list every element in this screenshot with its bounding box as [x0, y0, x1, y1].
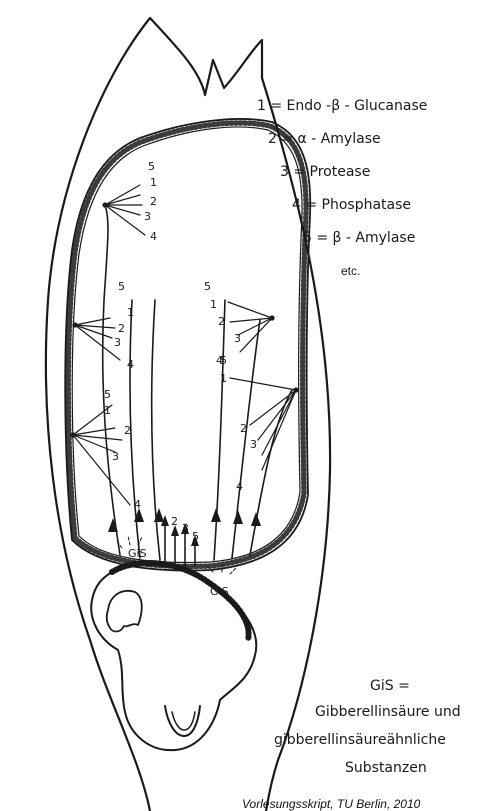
marker-lr-4: 4 — [236, 480, 243, 493]
legend-item-3: 3 = Protease — [280, 164, 370, 180]
source-citation: Vorlesungsskript, TU Berlin, 2010 — [242, 797, 421, 811]
marker-lr-3: 3 — [250, 438, 257, 451]
gis-label-left: GiS — [128, 547, 147, 560]
transport-arrows — [103, 205, 292, 566]
marker-bc-2: 2 — [171, 515, 178, 528]
marker-top-1: 1 — [150, 176, 157, 189]
coleoptile-shape — [107, 591, 142, 632]
marker-mr-1: 1 — [210, 298, 217, 311]
legend-item-5: 5 = β - Amylase — [303, 230, 415, 246]
legend-item-1: 1 = Endo -β - Glucanase — [257, 98, 427, 114]
aleurone-layer-outer — [65, 119, 310, 570]
scutellum-outline — [91, 563, 256, 750]
marker-bc-3: 3 — [182, 522, 189, 535]
marker-top-2: 2 — [150, 195, 157, 208]
radicle-shape — [165, 706, 200, 736]
marker-lr-1: 1 — [220, 372, 227, 385]
gis-label-right: GiS — [210, 585, 229, 598]
marker-ml-4: 4 — [127, 358, 134, 371]
marker-top-3: 3 — [144, 210, 151, 223]
marker-top-5: 5 — [148, 160, 155, 173]
marker-ml-3: 3 — [114, 336, 121, 349]
aleurone-hatching — [68, 123, 306, 566]
marker-mr-3: 3 — [234, 332, 241, 345]
marker-ml-1: 1 — [127, 306, 134, 319]
marker-mr-5: 5 — [204, 280, 211, 293]
marker-ml-2: 2 — [118, 322, 125, 335]
footnote-line-1: Gibberellinsäure und — [315, 704, 461, 720]
marker-ll-3: 3 — [112, 450, 119, 463]
marker-ml-5: 5 — [118, 280, 125, 293]
marker-lr-5: 5 — [220, 354, 227, 367]
marker-lr-2: 2 — [240, 422, 247, 435]
marker-top-4: 4 — [150, 230, 157, 243]
legend-item-2: 2 = α - Amylase — [268, 131, 381, 147]
marker-ll-4: 4 — [134, 498, 141, 511]
radicle-inner — [172, 712, 195, 730]
marker-ll-2: 2 — [124, 424, 131, 437]
marker-ll-5: 5 — [104, 388, 111, 401]
footnote-line-3: Substanzen — [345, 760, 427, 776]
footnote-title: GiS = — [370, 678, 410, 694]
marker-ll-1: 1 — [104, 404, 111, 417]
marker-mr-2: 2 — [218, 315, 225, 328]
marker-bc-5: 5 — [192, 530, 199, 543]
legend-item-4: 4 = Phosphatase — [292, 197, 411, 213]
footnote-line-2: gibberellinsäureähnliche — [274, 732, 446, 748]
scutellum-epithelium — [112, 563, 249, 640]
secretion-fan-top — [105, 185, 145, 235]
legend-etc: etc. — [341, 264, 360, 278]
secretion-fan-low-left — [73, 405, 130, 505]
aleurone-layer-inner — [72, 127, 302, 563]
